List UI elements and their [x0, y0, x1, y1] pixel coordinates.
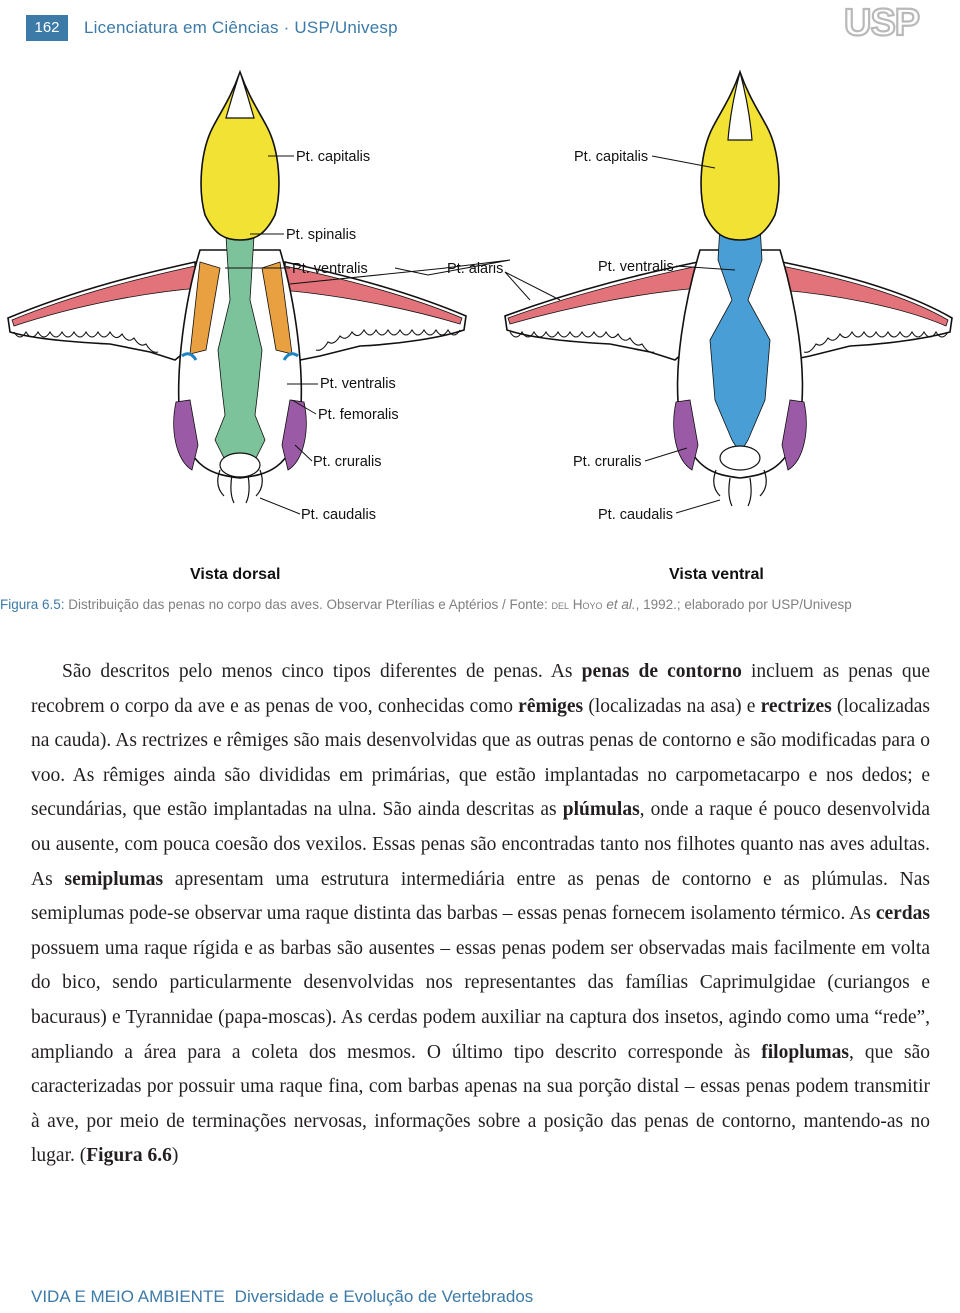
page-header: 162 Licenciatura em Ciências · USP/Unive…: [0, 0, 960, 60]
label-ventral-capitalis: Pt. capitalis: [574, 149, 648, 165]
label-dorsal-spinalis: Pt. spinalis: [286, 227, 356, 243]
caption-label: Figura 6.5:: [0, 597, 65, 612]
leader-lines: [225, 155, 736, 515]
view-ventral-title: Vista ventral: [669, 566, 764, 583]
ventral-bird-illustration: [504, 69, 953, 507]
label-dorsal-capitalis: Pt. capitalis: [296, 149, 370, 165]
label-dorsal-ventralis-lower: Pt. ventralis: [320, 376, 396, 392]
label-ventral-caudalis: Pt. caudalis: [598, 507, 673, 523]
label-femoralis: Pt. femoralis: [318, 407, 399, 423]
label-dorsal-caudalis: Pt. caudalis: [301, 507, 376, 523]
footer-title: Diversidade e Evolução de Vertebrados: [234, 1287, 534, 1306]
page-number: 162: [26, 15, 68, 41]
label-dorsal-ventralis: Pt. ventralis: [292, 261, 368, 277]
dorsal-bird-illustration: [7, 69, 467, 504]
course-title: Licenciatura em Ciências · USP/Univesp: [84, 18, 398, 37]
body-text: São descritos pelo menos cinco tipos dif…: [31, 655, 930, 1174]
figure-feather-tracts: Pt. capitalis Pt. spinalis Pt. ventralis…: [7, 69, 953, 583]
label-ventral-ventralis: Pt. ventralis: [598, 259, 674, 275]
svg-text:USP: USP: [844, 2, 920, 42]
usp-logo: USP: [843, 2, 922, 42]
footer-series: VIDA E MEIO AMBIENTE: [31, 1287, 225, 1306]
label-alaris: Pt. alaris: [447, 261, 503, 277]
figure-caption: Figura 6.5: Distribuição das penas no co…: [0, 597, 852, 612]
view-dorsal-title: Vista dorsal: [190, 566, 280, 583]
label-ventral-cruralis: Pt. cruralis: [573, 454, 642, 470]
label-dorsal-cruralis: Pt. cruralis: [313, 454, 382, 470]
body-paragraph: São descritos pelo menos cinco tipos dif…: [31, 661, 930, 1167]
page-footer: VIDA E MEIO AMBIENTE Diversidade e Evoluç…: [31, 1287, 533, 1307]
